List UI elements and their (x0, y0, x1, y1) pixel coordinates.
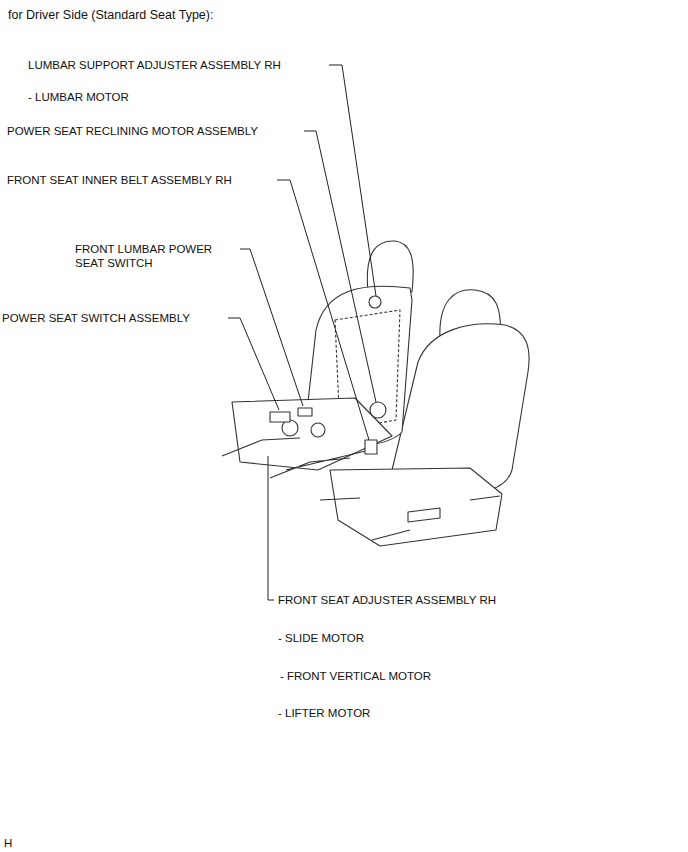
leader-line (268, 456, 274, 600)
part-label: FRONT LUMBAR POWER SEAT SWITCH (75, 242, 225, 270)
switch (270, 412, 290, 422)
rail (320, 496, 500, 540)
leader-line (228, 318, 279, 410)
heading: for Driver Side (Standard Seat Type): (8, 8, 213, 22)
part-label: FRONT SEAT ADJUSTER ASSEMBLY RH (278, 593, 496, 607)
leader-line (304, 131, 376, 402)
rail (222, 438, 370, 478)
part-label: - LUMBAR MOTOR (28, 90, 129, 104)
part-label: LUMBAR SUPPORT ADJUSTER ASSEMBLY RH (28, 58, 281, 72)
part-label: - FRONT VERTICAL MOTOR (280, 669, 431, 683)
motor (311, 423, 325, 437)
trim (408, 508, 440, 522)
seatback (392, 324, 529, 492)
leader-line (329, 65, 376, 296)
part-label: POWER SEAT RECLINING MOTOR ASSEMBLY (7, 124, 258, 138)
leader-lines (228, 65, 376, 600)
motor (370, 402, 386, 418)
part-label: - LIFTER MOTOR (278, 706, 370, 720)
cushion (330, 468, 502, 546)
part-label: POWER SEAT SWITCH ASSEMBLY (2, 311, 190, 325)
leader-line (240, 249, 303, 406)
part-label: - SLIDE MOTOR (278, 631, 364, 645)
figure-code: H (4, 836, 12, 850)
belt-buckle (365, 440, 377, 454)
part-label: FRONT SEAT INNER BELT ASSEMBLY RH (7, 173, 232, 187)
cushion-frame (232, 398, 392, 470)
motor (369, 296, 381, 308)
switch (298, 408, 312, 416)
leader-line (277, 180, 369, 440)
